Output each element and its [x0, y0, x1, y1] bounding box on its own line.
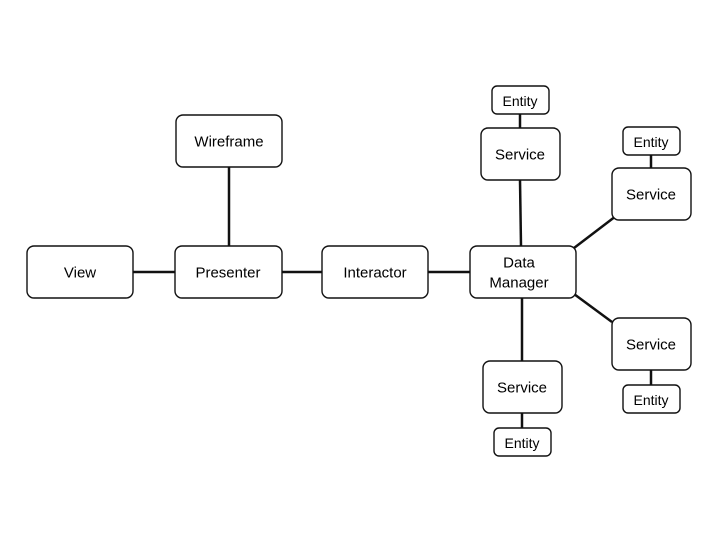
node-entity-lower-right: Entity [622, 384, 681, 414]
node-service-upper-right-label: Service [626, 187, 676, 204]
node-data-manager: Data Manager [469, 245, 577, 299]
node-entity-upper-right-box [622, 126, 681, 156]
node-wireframe: Wireframe [175, 114, 283, 168]
node-service-upper-right-box [611, 167, 692, 221]
node-presenter: Presenter [174, 245, 283, 299]
node-entity-bottom-label: Entity [504, 435, 539, 451]
node-entity-lower-right-box [622, 384, 681, 414]
node-service-top-box [480, 127, 561, 181]
node-service-lower-right: Service [611, 317, 692, 371]
edge-data-manager-service-upper-right [573, 215, 617, 249]
node-entity-top-box [491, 85, 550, 115]
node-service-top-label: Service [495, 147, 545, 164]
edge-data-manager-service-top [518, 179, 523, 247]
node-interactor-box [321, 245, 429, 299]
node-service-lower-right-label: Service [626, 337, 676, 354]
node-interactor: Interactor [321, 245, 429, 299]
node-service-top: Service [480, 127, 561, 181]
node-entity-top: Entity [491, 85, 550, 115]
node-service-bottom-box [482, 360, 563, 414]
node-entity-bottom-box [493, 427, 552, 457]
node-interactor-label: Interactor [343, 265, 406, 282]
node-service-bottom-label: Service [497, 380, 547, 397]
node-wireframe-box [175, 114, 283, 168]
node-entity-top-label: Entity [502, 93, 537, 109]
node-presenter-label: Presenter [195, 265, 260, 282]
node-presenter-box [174, 245, 283, 299]
node-entity-upper-right: Entity [622, 126, 681, 156]
node-wireframe-label: Wireframe [194, 134, 263, 151]
node-entity-lower-right-label: Entity [633, 392, 668, 408]
node-entity-bottom: Entity [493, 427, 552, 457]
node-data-manager-box [469, 245, 577, 299]
node-service-upper-right: Service [611, 167, 692, 221]
node-view-box [26, 245, 134, 299]
edge-data-manager-service-lower-right [573, 292, 613, 324]
node-view-label: View [64, 265, 96, 282]
node-service-bottom: Service [482, 360, 563, 414]
connectors [133, 114, 653, 428]
node-entity-upper-right-label: Entity [633, 134, 668, 150]
node-data-manager-label-line1: Data [503, 255, 535, 272]
node-view: View [26, 245, 134, 299]
node-data-manager-label-line2: Manager [489, 275, 548, 292]
node-service-lower-right-box [611, 317, 692, 371]
